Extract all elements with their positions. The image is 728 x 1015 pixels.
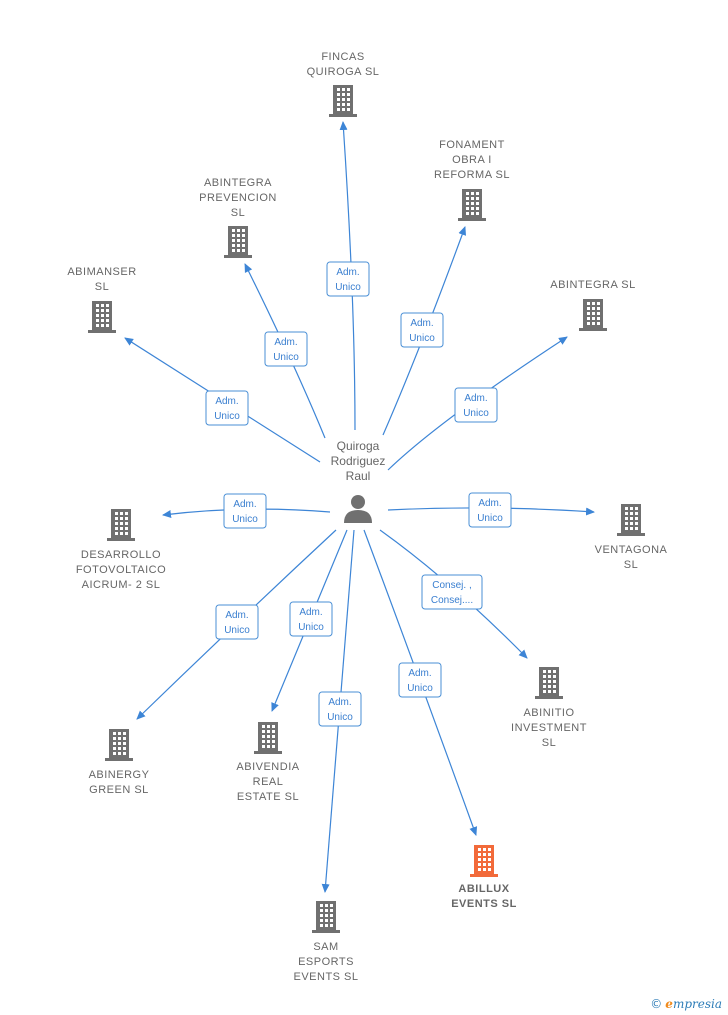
- relation-text: Unico: [463, 408, 489, 419]
- relation-box-abintegra-prevencion[interactable]: Adm. Unico: [264, 331, 308, 367]
- company-node-abillux-events[interactable]: ABILLUX EVENTS SL: [451, 845, 517, 910]
- company-name: GREEN SL: [89, 784, 149, 796]
- building-icon: [535, 667, 563, 699]
- relation-text: Adm.: [215, 396, 238, 407]
- company-name: REAL: [253, 776, 284, 788]
- building-icon: [579, 299, 607, 331]
- brand-initial: e: [665, 997, 673, 1011]
- company-node-sam-esports-events[interactable]: SAM ESPORTS EVENTS SL: [293, 901, 358, 983]
- empresia-watermark[interactable]: ©empresia: [650, 997, 722, 1011]
- company-name: ABILLUX: [458, 883, 509, 895]
- company-node-abinitio-investment[interactable]: ABINITIO INVESTMENT SL: [511, 667, 587, 749]
- company-name: INVESTMENT: [511, 722, 587, 734]
- relation-box-sam-esports-events[interactable]: Adm. Unico: [318, 691, 362, 727]
- relation-text: Unico: [477, 513, 503, 524]
- relation-text: Unico: [214, 411, 240, 422]
- building-icon: [329, 85, 357, 117]
- relation-text: Adm.: [336, 267, 359, 278]
- company-name: ABINTEGRA: [204, 177, 272, 189]
- building-icon: [458, 189, 486, 221]
- company-name: PREVENCION: [199, 192, 277, 204]
- company-name: ABINTEGRA SL: [550, 279, 635, 291]
- relation-text: Unico: [224, 625, 250, 636]
- company-name: FINCAS: [321, 51, 364, 63]
- relation-text: Adm.: [408, 668, 431, 679]
- company-node-abimanser[interactable]: ABIMANSER SL: [67, 266, 136, 333]
- relation-box-ventagona[interactable]: Adm. Unico: [468, 492, 512, 528]
- relation-text: Unico: [407, 683, 433, 694]
- relation-text: Adm.: [410, 318, 433, 329]
- company-node-fonament-obra[interactable]: FONAMENT OBRA I REFORMA SL: [434, 139, 510, 221]
- relation-text: Unico: [335, 282, 361, 293]
- company-name: VENTAGONA: [595, 544, 668, 556]
- building-icon: [470, 845, 498, 877]
- company-node-abivendia-real-estate[interactable]: ABIVENDIA REAL ESTATE SL: [236, 722, 299, 803]
- company-name: ESTATE SL: [237, 791, 299, 803]
- relation-text: Unico: [327, 712, 353, 723]
- company-name: ESPORTS: [298, 956, 354, 968]
- relation-box-abivendia-real-estate[interactable]: Adm. Unico: [289, 601, 333, 637]
- relation-text: Adm.: [328, 697, 351, 708]
- person-name: Raul: [346, 469, 371, 483]
- company-name: DESARROLLO: [81, 549, 161, 561]
- company-name: ABINERGY: [89, 769, 150, 781]
- company-name: OBRA I: [452, 154, 492, 166]
- company-name: ABIVENDIA: [236, 761, 299, 773]
- building-icon: [312, 901, 340, 933]
- relation-text: Adm.: [299, 607, 322, 618]
- relation-text: Unico: [409, 333, 435, 344]
- company-name: SL: [542, 737, 556, 749]
- company-node-desarrollo-fotovoltaico[interactable]: DESARROLLO FOTOVOLTAICO AICRUM- 2 SL: [76, 509, 166, 591]
- relation-text: Adm.: [464, 393, 487, 404]
- relation-box-fincas-quiroga[interactable]: Adm. Unico: [326, 261, 370, 297]
- building-icon: [105, 729, 133, 761]
- relation-text: Consej. ,: [432, 580, 471, 591]
- building-icon: [254, 722, 282, 754]
- company-name: FONAMENT: [439, 139, 505, 151]
- relation-box-abintegra[interactable]: Adm. Unico: [454, 387, 498, 423]
- relation-box-abimanser[interactable]: Adm. Unico: [205, 390, 249, 426]
- relation-text: Unico: [298, 622, 324, 633]
- company-name: EVENTS SL: [451, 898, 517, 910]
- company-name: SL: [231, 207, 245, 219]
- relation-text: Adm.: [478, 498, 501, 509]
- relation-text: Adm.: [233, 499, 256, 510]
- company-name: ABINITIO: [523, 707, 574, 719]
- company-node-ventagona[interactable]: VENTAGONA SL: [595, 504, 668, 571]
- relation-box-abinergy-green[interactable]: Adm. Unico: [215, 604, 259, 640]
- relation-box-abillux-events[interactable]: Adm. Unico: [398, 662, 442, 698]
- relation-box-desarrollo-fotovoltaico[interactable]: Adm. Unico: [223, 493, 267, 529]
- company-node-abinergy-green[interactable]: ABINERGY GREEN SL: [89, 729, 150, 796]
- relation-text: Consej....: [431, 595, 473, 606]
- building-icon: [224, 226, 252, 258]
- company-name: QUIROGA SL: [307, 66, 380, 78]
- company-name: ABIMANSER: [67, 266, 136, 278]
- relation-text: Adm.: [225, 610, 248, 621]
- company-node-fincas-quiroga[interactable]: FINCAS QUIROGA SL: [307, 51, 380, 117]
- relation-box-fonament-obra[interactable]: Adm. Unico: [400, 312, 444, 348]
- company-node-abintegra-prevencion[interactable]: ABINTEGRA PREVENCION SL: [199, 177, 277, 258]
- relation-text: Unico: [232, 514, 258, 525]
- company-name: REFORMA SL: [434, 169, 510, 181]
- relation-text: Adm.: [274, 337, 297, 348]
- company-name: SL: [624, 559, 638, 571]
- building-icon: [88, 301, 116, 333]
- company-name: FOTOVOLTAICO: [76, 564, 166, 576]
- person-name: Quiroga: [337, 439, 380, 453]
- relation-box-abinitio-investment[interactable]: Consej. , Consej....: [421, 574, 483, 610]
- building-icon: [107, 509, 135, 541]
- person-name: Rodriguez: [331, 454, 386, 468]
- copyright-symbol: ©: [650, 997, 663, 1011]
- company-name: AICRUM- 2 SL: [82, 579, 161, 591]
- company-name: SAM: [313, 941, 338, 953]
- brand-name: mpresia: [672, 997, 722, 1011]
- building-icon: [617, 504, 645, 536]
- company-name: SL: [95, 281, 109, 293]
- company-name: EVENTS SL: [293, 971, 358, 983]
- company-node-abintegra[interactable]: ABINTEGRA SL: [550, 279, 635, 331]
- relation-text: Unico: [273, 352, 299, 363]
- person-icon: [344, 495, 372, 523]
